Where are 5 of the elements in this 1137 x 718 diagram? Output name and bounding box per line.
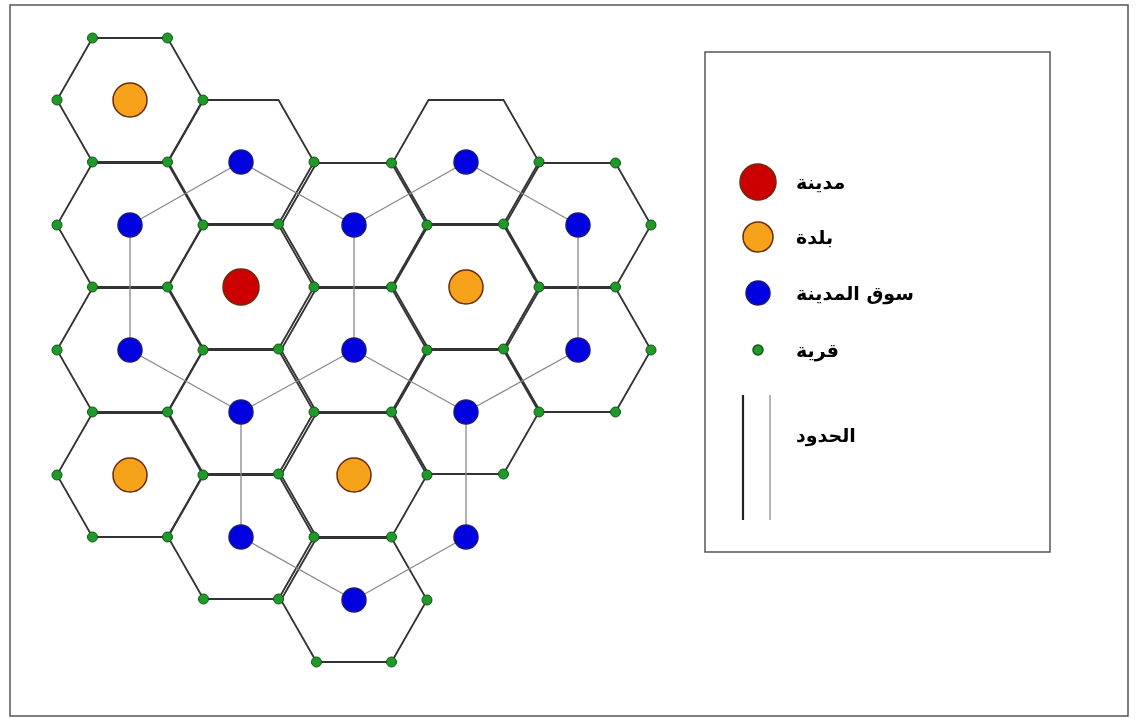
legend-label: سوق المدينة: [796, 281, 914, 305]
legend-label: الحدود: [796, 423, 856, 447]
legend-label: بلدة: [796, 225, 834, 249]
legend-label: مدينة: [796, 170, 846, 194]
legend-label: قرية: [796, 338, 839, 362]
